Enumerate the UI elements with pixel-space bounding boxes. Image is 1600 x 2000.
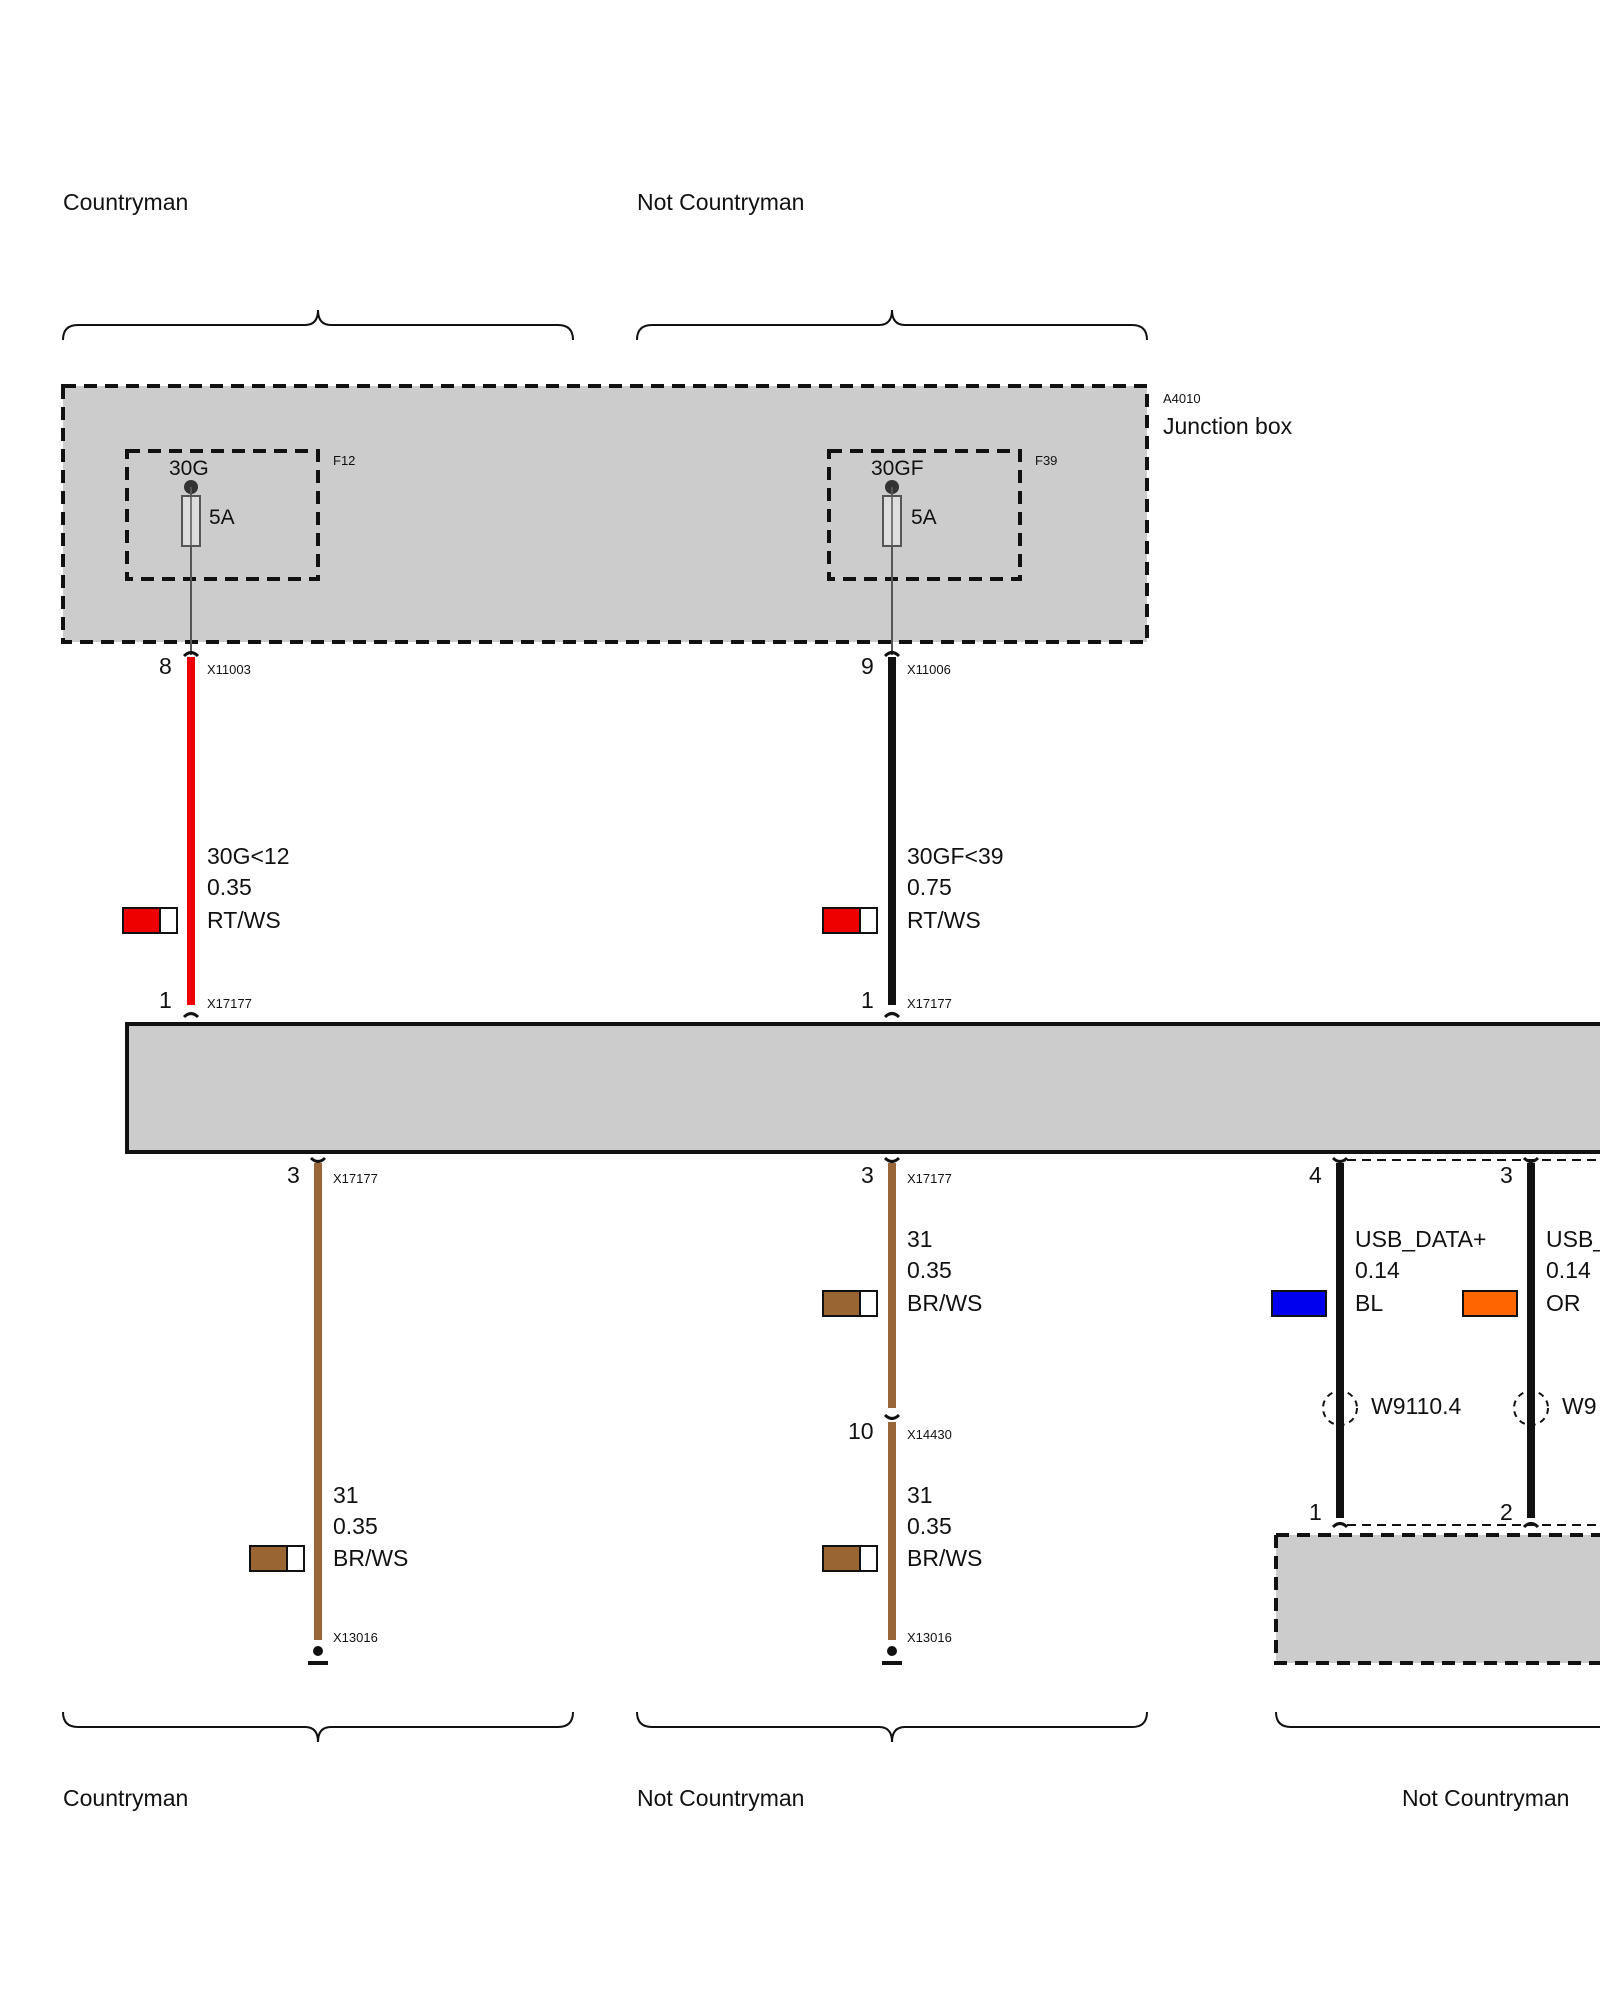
connector-id: X13016 bbox=[907, 1630, 952, 1645]
pin-number: 3 bbox=[861, 1162, 874, 1188]
variant-label-bottom-mid: Not Countryman bbox=[637, 1785, 804, 1811]
pin-number: 2 bbox=[1500, 1499, 1513, 1525]
ground-point-left bbox=[313, 1646, 323, 1656]
wire-color-code: RT/WS bbox=[907, 907, 981, 933]
pin-number: 10 bbox=[848, 1418, 874, 1444]
wire-gauge: 0.35 bbox=[333, 1513, 378, 1539]
connector-cup-usb-dest2 bbox=[1522, 1522, 1540, 1529]
pin-number: 3 bbox=[1500, 1162, 1513, 1188]
pin-number: 1 bbox=[1309, 1499, 1322, 1525]
connector-cup-x17177-in-mid bbox=[883, 1012, 901, 1019]
connector-id: X11003 bbox=[207, 662, 251, 677]
wire-signal: 30G<12 bbox=[207, 843, 290, 869]
junction-box-name: Junction box bbox=[1163, 413, 1293, 439]
wire-gauge: 0.35 bbox=[907, 1257, 952, 1283]
variant-label-top-left: Countryman bbox=[63, 189, 188, 215]
wire-color-swatch bbox=[249, 1545, 305, 1572]
connector-cup-usb-pin4 bbox=[1331, 1156, 1349, 1163]
connector-id: X17177 bbox=[907, 1171, 952, 1186]
connector-id: X17177 bbox=[207, 996, 252, 1011]
connector-cup-usb-pin3 bbox=[1522, 1156, 1540, 1163]
brace-bottom-mid bbox=[636, 1711, 1148, 1743]
wire-color-swatch bbox=[122, 907, 178, 934]
junction-box bbox=[61, 384, 1149, 644]
wire-gauge: 0.14 bbox=[1355, 1257, 1400, 1283]
pin-number: 3 bbox=[287, 1162, 300, 1188]
brace-top-left bbox=[62, 309, 574, 341]
wire-color-swatch bbox=[1462, 1290, 1518, 1317]
connector-cup-x17177-out-mid bbox=[883, 1156, 901, 1163]
fuse-rating-f39: 5A bbox=[911, 506, 937, 529]
twist-marker-1 bbox=[1322, 1390, 1358, 1426]
junction-box-id: A4010 bbox=[1163, 391, 1201, 406]
usb-destination-component bbox=[1274, 1533, 1600, 1665]
twist-marker-2 bbox=[1513, 1390, 1549, 1426]
wire-color-code: BL bbox=[1355, 1290, 1383, 1316]
wire-signal: 30GF<39 bbox=[907, 843, 1004, 869]
wire-color-code: RT/WS bbox=[207, 907, 281, 933]
wire-gauge: 0.75 bbox=[907, 874, 952, 900]
connector-id: X11006 bbox=[907, 662, 951, 677]
wire-color-code: OR bbox=[1546, 1290, 1581, 1316]
connector-id: X17177 bbox=[333, 1171, 378, 1186]
fuse-terminal-f39: 30GF bbox=[871, 457, 924, 480]
fuse-id-f12: F12 bbox=[333, 453, 355, 468]
wire-signal: USB_DATA+ bbox=[1355, 1226, 1486, 1252]
wire-signal: 31 bbox=[333, 1482, 359, 1508]
brace-bottom-right bbox=[1275, 1711, 1600, 1728]
connector-cup-x17177-in-left bbox=[182, 1012, 200, 1019]
connector-cup-x14430 bbox=[883, 1413, 901, 1420]
main-module bbox=[125, 1022, 1600, 1154]
variant-label-bottom-left: Countryman bbox=[63, 1785, 188, 1811]
fuse-rating-f12: 5A bbox=[209, 506, 235, 529]
pin-number: 8 bbox=[159, 653, 172, 679]
fuse-f12 bbox=[125, 449, 320, 655]
brace-bottom-left bbox=[62, 1711, 574, 1743]
connector-id: X14430 bbox=[907, 1427, 952, 1442]
wire-signal: USB_ bbox=[1546, 1226, 1600, 1252]
wire-color-swatch bbox=[822, 1290, 878, 1317]
wire-color-code: BR/WS bbox=[907, 1545, 982, 1571]
connector-cup-x11003 bbox=[182, 651, 200, 658]
wire-color-code: BR/WS bbox=[333, 1545, 408, 1571]
fuse-terminal-f12: 30G bbox=[169, 457, 209, 480]
variant-label-bottom-right: Not Countryman bbox=[1402, 1785, 1569, 1811]
pin-number: 9 bbox=[861, 653, 874, 679]
pin-number: 1 bbox=[861, 987, 874, 1013]
wire-gauge: 0.35 bbox=[907, 1513, 952, 1539]
pin-number: 4 bbox=[1309, 1162, 1322, 1188]
wire-gauge: 0.14 bbox=[1546, 1257, 1591, 1283]
connector-cup-x17177-out-left bbox=[309, 1156, 327, 1163]
wire-color-swatch bbox=[822, 1545, 878, 1572]
wire-gauge: 0.35 bbox=[207, 874, 252, 900]
fuse-id-f39: F39 bbox=[1035, 453, 1057, 468]
wire-color-swatch bbox=[1271, 1290, 1327, 1317]
wire-color-code: BR/WS bbox=[907, 1290, 982, 1316]
ground-point-mid bbox=[887, 1646, 897, 1656]
fuse-f39 bbox=[827, 449, 1022, 655]
connector-cup-x11006 bbox=[883, 651, 901, 658]
brace-top-mid bbox=[636, 309, 1148, 341]
pin-number: 1 bbox=[159, 987, 172, 1013]
connector-id: X17177 bbox=[907, 996, 952, 1011]
twist-label: W9110.4 bbox=[1371, 1393, 1462, 1419]
wire-signal: 31 bbox=[907, 1226, 933, 1252]
wire-signal: 31 bbox=[907, 1482, 933, 1508]
variant-label-top-mid: Not Countryman bbox=[637, 189, 804, 215]
twist-label: W9 bbox=[1562, 1393, 1597, 1419]
wire-color-swatch bbox=[822, 907, 878, 934]
connector-cup-usb-dest1 bbox=[1331, 1522, 1349, 1529]
connector-id: X13016 bbox=[333, 1630, 378, 1645]
